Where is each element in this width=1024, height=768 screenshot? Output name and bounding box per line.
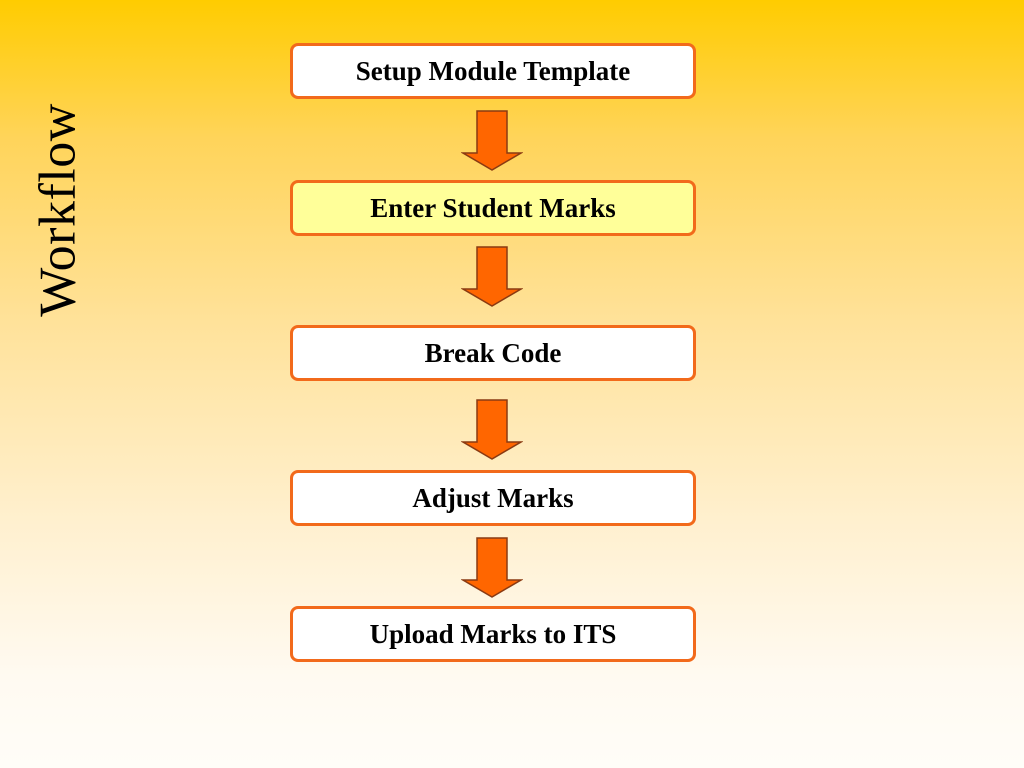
down-arrow-icon (461, 110, 523, 171)
step-box-enter-student-marks: Enter Student Marks (290, 180, 696, 236)
step-box-upload-marks-to-its: Upload Marks to ITS (290, 606, 696, 662)
slide-title: Workflow (29, 103, 87, 317)
step-box-break-code: Break Code (290, 325, 696, 381)
down-arrow-icon (461, 537, 523, 598)
down-arrow-icon (461, 399, 523, 460)
step-box-setup-module-template: Setup Module Template (290, 43, 696, 99)
step-box-adjust-marks: Adjust Marks (290, 470, 696, 526)
down-arrow-icon (461, 246, 523, 307)
